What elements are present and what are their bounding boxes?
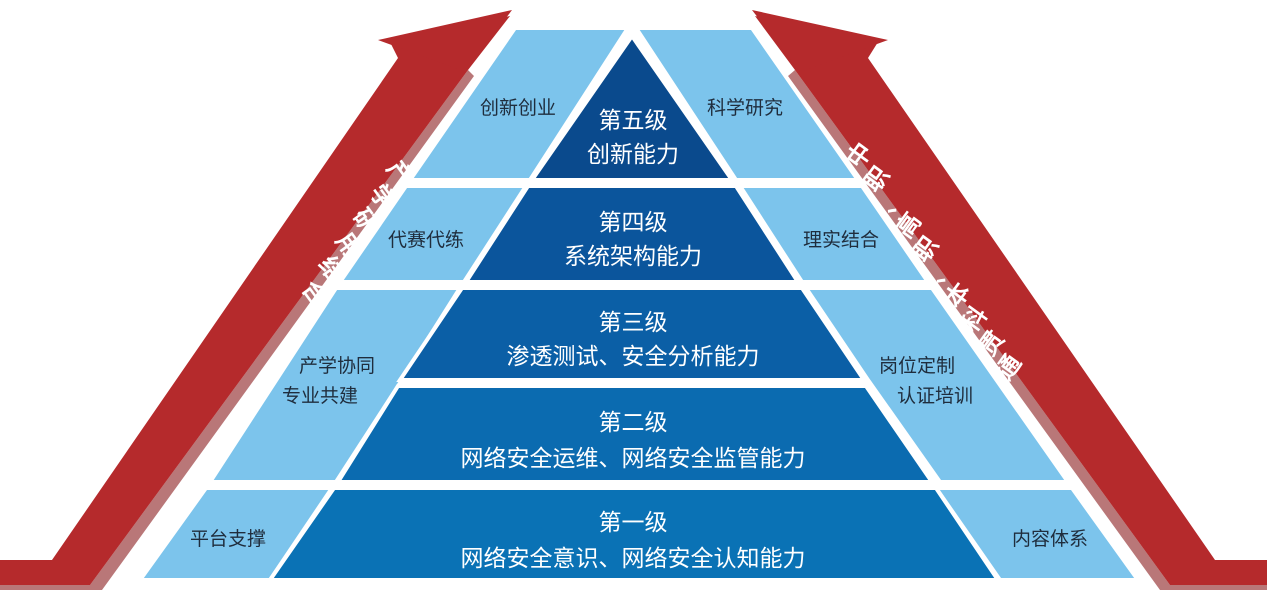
level-3-title: 第三级 [599,310,668,336]
right-arrow-shaft [755,16,1267,585]
right-arrow-head [752,10,888,72]
level-2-title: 第二级 [599,410,668,436]
side-label-left-merged-2: 专业共建 [282,385,358,407]
side-labels: 创新创业 科学研究 代赛代练 理实结合 产学协同 专业共建 岗位定制 认证培训 … [190,97,1088,550]
left-arrow-shaft [0,16,510,585]
side-panel-right-5 [632,26,862,182]
pyramid-levels [266,32,1002,582]
level-2-shape [334,384,936,484]
level-labels: 第五级 创新能力 第四级 系统架构能力 第三级 渗透测试、安全分析能力 第二级 … [461,108,806,572]
level-5-shape [528,32,736,182]
level-5-title: 第五级 [599,108,668,134]
right-arrow [752,10,1267,590]
left-arrow-head [378,10,512,72]
level-2-subtitle: 网络安全运维、网络安全监管能力 [461,446,806,472]
level-3-subtitle: 渗透测试、安全分析能力 [507,344,760,370]
level-4-subtitle: 系统架构能力 [564,244,702,270]
side-label-left-4: 代赛代练 [388,229,464,251]
level-5-subtitle: 创新能力 [587,142,679,168]
level-1-subtitle: 网络安全意识、网络安全认知能力 [461,546,806,572]
level-4-title: 第四级 [599,210,668,236]
side-label-right-5: 科学研究 [707,97,783,119]
level-4-shape [462,184,802,284]
side-label-right-1: 内容体系 [1012,528,1088,550]
side-label-right-merged-2: 认证培训 [897,385,973,407]
level-1-shape [266,486,1002,582]
side-label-left-merged-1: 产学协同 [299,355,375,377]
side-label-left-5: 创新创业 [480,97,556,119]
level-3-shape [396,286,868,382]
side-label-right-4: 理实结合 [803,229,879,251]
left-arrow [0,10,512,590]
side-label-right-merged-1: 岗位定制 [879,355,955,377]
side-panel-right-merged [802,286,1072,484]
side-panel-right-4 [736,184,932,284]
level-1-title: 第一级 [599,510,668,536]
side-label-left-1: 平台支撑 [190,528,266,550]
